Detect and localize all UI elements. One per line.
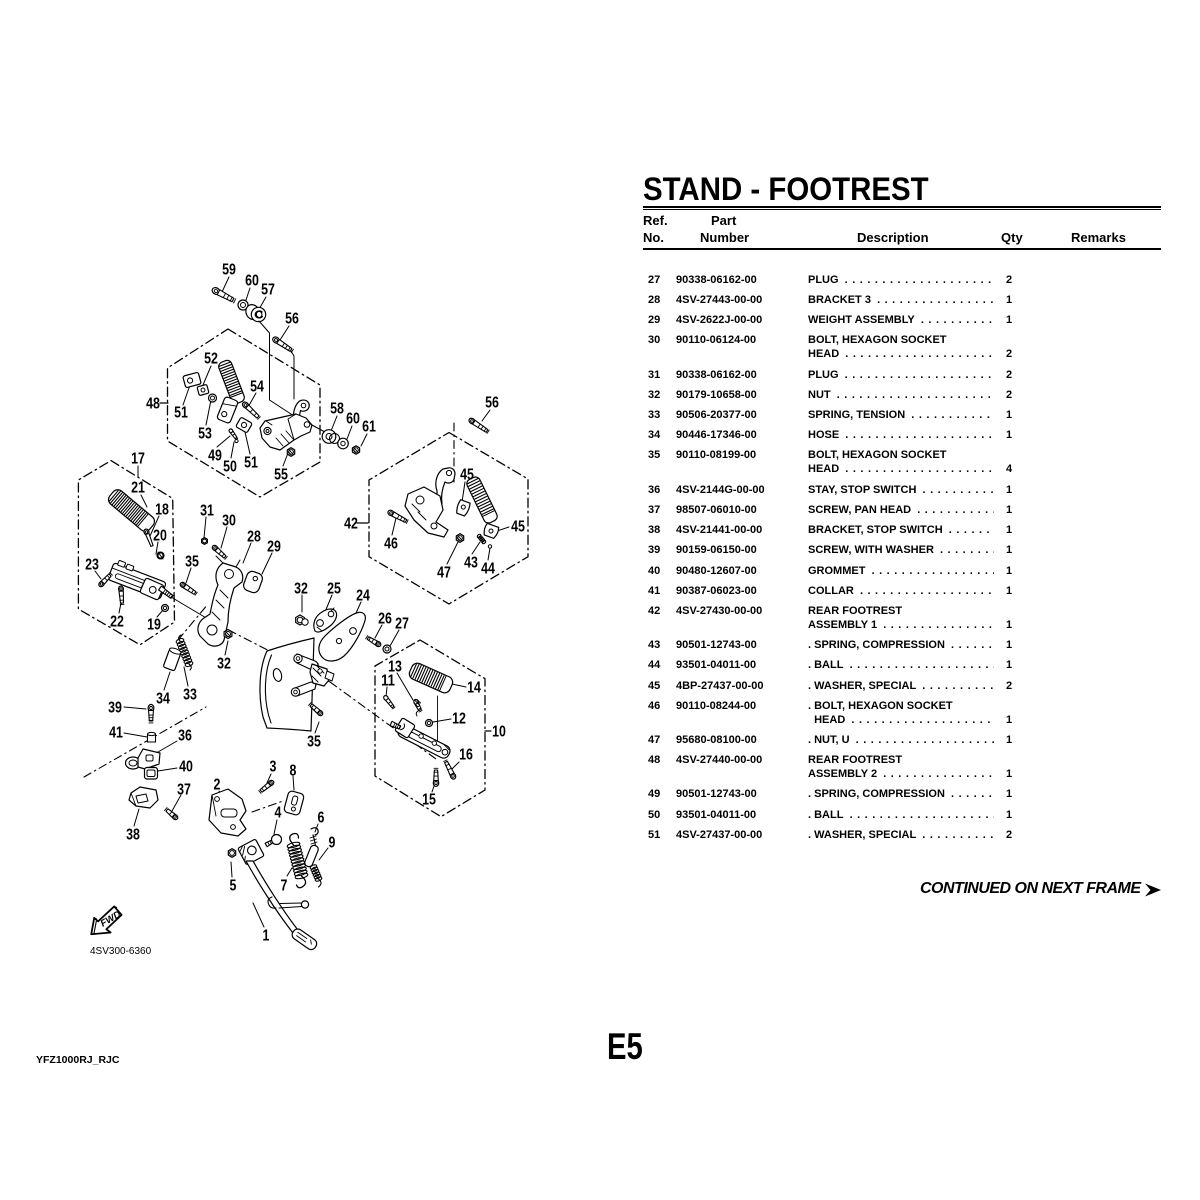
svg-text:45: 45 [460, 467, 474, 484]
svg-text:7: 7 [281, 878, 288, 895]
svg-text:51: 51 [174, 405, 188, 422]
svg-text:14: 14 [467, 680, 481, 697]
svg-text:38: 38 [126, 827, 140, 844]
svg-text:29: 29 [267, 539, 281, 556]
svg-text:10: 10 [492, 724, 506, 741]
svg-text:3: 3 [270, 759, 277, 776]
svg-text:13: 13 [388, 659, 402, 676]
svg-text:46: 46 [384, 536, 398, 553]
svg-text:60: 60 [245, 273, 259, 290]
svg-text:6: 6 [318, 810, 325, 827]
svg-text:23: 23 [85, 557, 99, 574]
svg-text:54: 54 [250, 379, 264, 396]
svg-text:40: 40 [179, 759, 193, 776]
svg-text:34: 34 [156, 691, 170, 708]
svg-text:56: 56 [285, 311, 299, 328]
svg-text:42: 42 [344, 516, 358, 533]
svg-text:35: 35 [307, 734, 321, 751]
svg-text:44: 44 [481, 561, 495, 578]
svg-text:39: 39 [108, 700, 122, 717]
svg-text:49: 49 [208, 448, 222, 465]
svg-text:11: 11 [381, 673, 395, 690]
svg-text:60: 60 [346, 411, 360, 428]
svg-text:18: 18 [155, 502, 169, 519]
svg-text:21: 21 [131, 480, 145, 497]
svg-text:28: 28 [247, 529, 261, 546]
svg-text:32: 32 [217, 656, 231, 673]
svg-text:50: 50 [223, 459, 237, 476]
svg-text:2: 2 [214, 777, 221, 794]
svg-text:32: 32 [294, 581, 308, 598]
svg-text:59: 59 [222, 262, 236, 279]
svg-text:47: 47 [437, 565, 451, 582]
svg-text:24: 24 [356, 588, 370, 605]
svg-text:33: 33 [183, 687, 197, 704]
svg-text:36: 36 [178, 728, 192, 745]
svg-text:52: 52 [204, 351, 218, 368]
svg-text:57: 57 [261, 282, 275, 299]
svg-text:31: 31 [200, 503, 214, 520]
svg-text:17: 17 [131, 451, 145, 468]
svg-text:16: 16 [459, 747, 473, 764]
svg-text:61: 61 [362, 419, 376, 436]
svg-text:53: 53 [198, 426, 212, 443]
svg-text:9: 9 [329, 835, 336, 852]
svg-text:22: 22 [110, 614, 124, 631]
svg-text:37: 37 [177, 782, 191, 799]
svg-text:4: 4 [275, 805, 282, 822]
svg-text:55: 55 [274, 467, 288, 484]
svg-text:30: 30 [222, 513, 236, 530]
svg-text:48: 48 [146, 396, 160, 413]
svg-text:12: 12 [452, 711, 466, 728]
svg-text:35: 35 [185, 554, 199, 571]
svg-text:25: 25 [327, 581, 341, 598]
svg-text:20: 20 [153, 528, 167, 545]
svg-text:43: 43 [464, 555, 478, 572]
svg-text:58: 58 [330, 401, 344, 418]
svg-text:41: 41 [109, 725, 123, 742]
svg-text:26: 26 [378, 611, 392, 628]
svg-text:27: 27 [395, 616, 409, 633]
svg-text:56: 56 [485, 395, 499, 412]
svg-text:45: 45 [511, 519, 525, 536]
svg-text:15: 15 [422, 792, 436, 809]
svg-text:51: 51 [244, 455, 258, 472]
svg-text:8: 8 [290, 763, 297, 780]
svg-text:19: 19 [147, 617, 161, 634]
svg-text:1: 1 [263, 928, 270, 945]
svg-text:5: 5 [230, 878, 237, 895]
